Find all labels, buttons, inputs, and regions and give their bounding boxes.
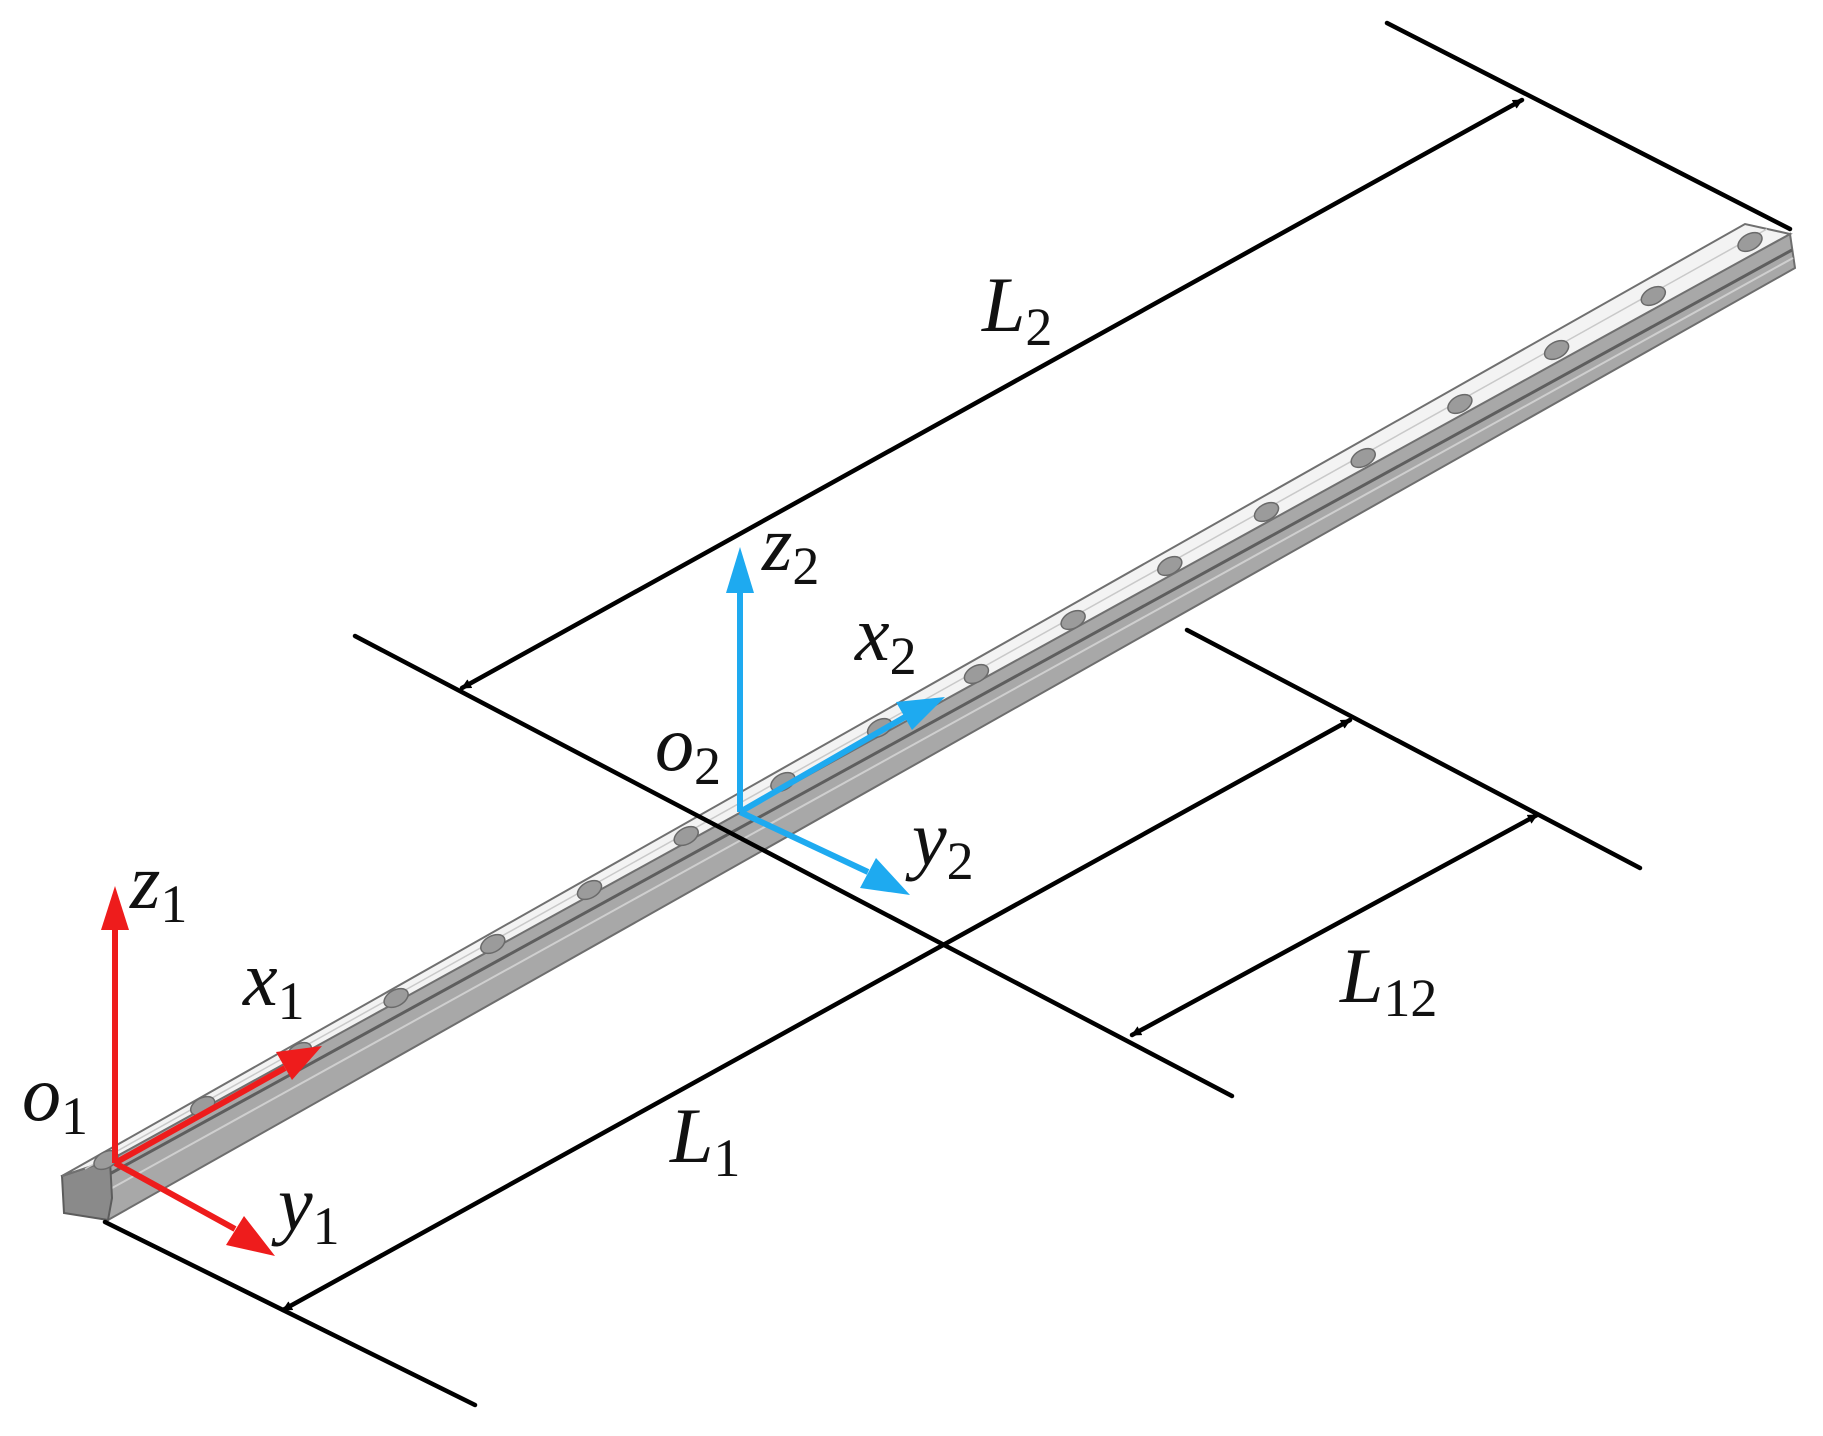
mounting-hole <box>1543 339 1570 361</box>
dimension-arrow-L2 <box>459 97 1525 691</box>
label-L2: L2 <box>981 261 1052 357</box>
rail <box>60 222 1797 1222</box>
label-o1: o1 <box>22 1050 88 1146</box>
frame1-z-arrowhead <box>101 886 129 930</box>
frame2-x-axis <box>738 714 907 815</box>
label-x1: x1 <box>242 935 305 1031</box>
extension-line-right-end <box>1384 20 1793 232</box>
frame2-z-arrowhead <box>726 547 754 593</box>
mounting-hole <box>1737 231 1763 253</box>
frame1-x-axis <box>113 1065 287 1166</box>
frame1-y-arrowhead <box>226 1216 275 1256</box>
coordinate-frame-2-icon <box>726 547 945 895</box>
label-L1: L1 <box>669 1092 740 1188</box>
frame1-x-arrowhead <box>276 1046 322 1080</box>
dimensions <box>102 20 1793 1408</box>
mounting-hole <box>1640 285 1667 307</box>
frame1-y-axis <box>113 1160 237 1232</box>
label-L12: L12 <box>1339 932 1437 1028</box>
label-z1: z1 <box>129 838 187 934</box>
frame2-y-axis <box>738 809 870 875</box>
label-y2: y2 <box>905 795 974 891</box>
extension-line-middle <box>1184 627 1643 871</box>
coordinate-frame-1-icon <box>101 886 322 1256</box>
frame2-y-arrowhead <box>860 858 910 895</box>
dimension-arrow-L12 <box>1129 812 1540 1038</box>
extension-line-left-end <box>102 1219 478 1408</box>
label-x2: x2 <box>854 590 917 686</box>
label-z2: z2 <box>761 500 819 596</box>
label-y1: y1 <box>271 1160 340 1256</box>
label-o2: o2 <box>655 700 721 796</box>
frame2-x-arrowhead <box>896 697 945 730</box>
